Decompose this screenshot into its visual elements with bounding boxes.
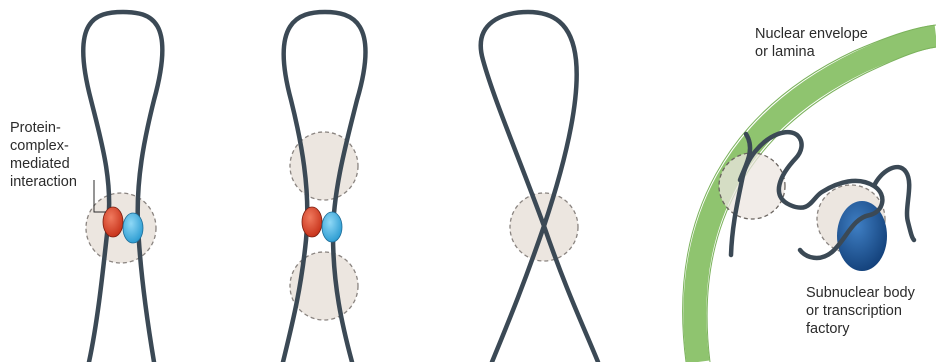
blue-protein: [322, 212, 342, 242]
protein-complex-label: Protein- complex- mediated interaction: [10, 119, 110, 191]
panel-crossing: [481, 12, 598, 362]
nuclear-envelope-label: Nuclear envelope or lamina: [755, 25, 868, 61]
lamina-contact-zone: [719, 153, 785, 219]
panel-double-contact: [283, 12, 366, 362]
chromatin-crossing: [481, 12, 598, 362]
subnuclear-body-label: Subnuclear body or transcription factory: [806, 284, 915, 338]
red-protein: [302, 207, 322, 237]
blue-protein: [123, 213, 143, 243]
